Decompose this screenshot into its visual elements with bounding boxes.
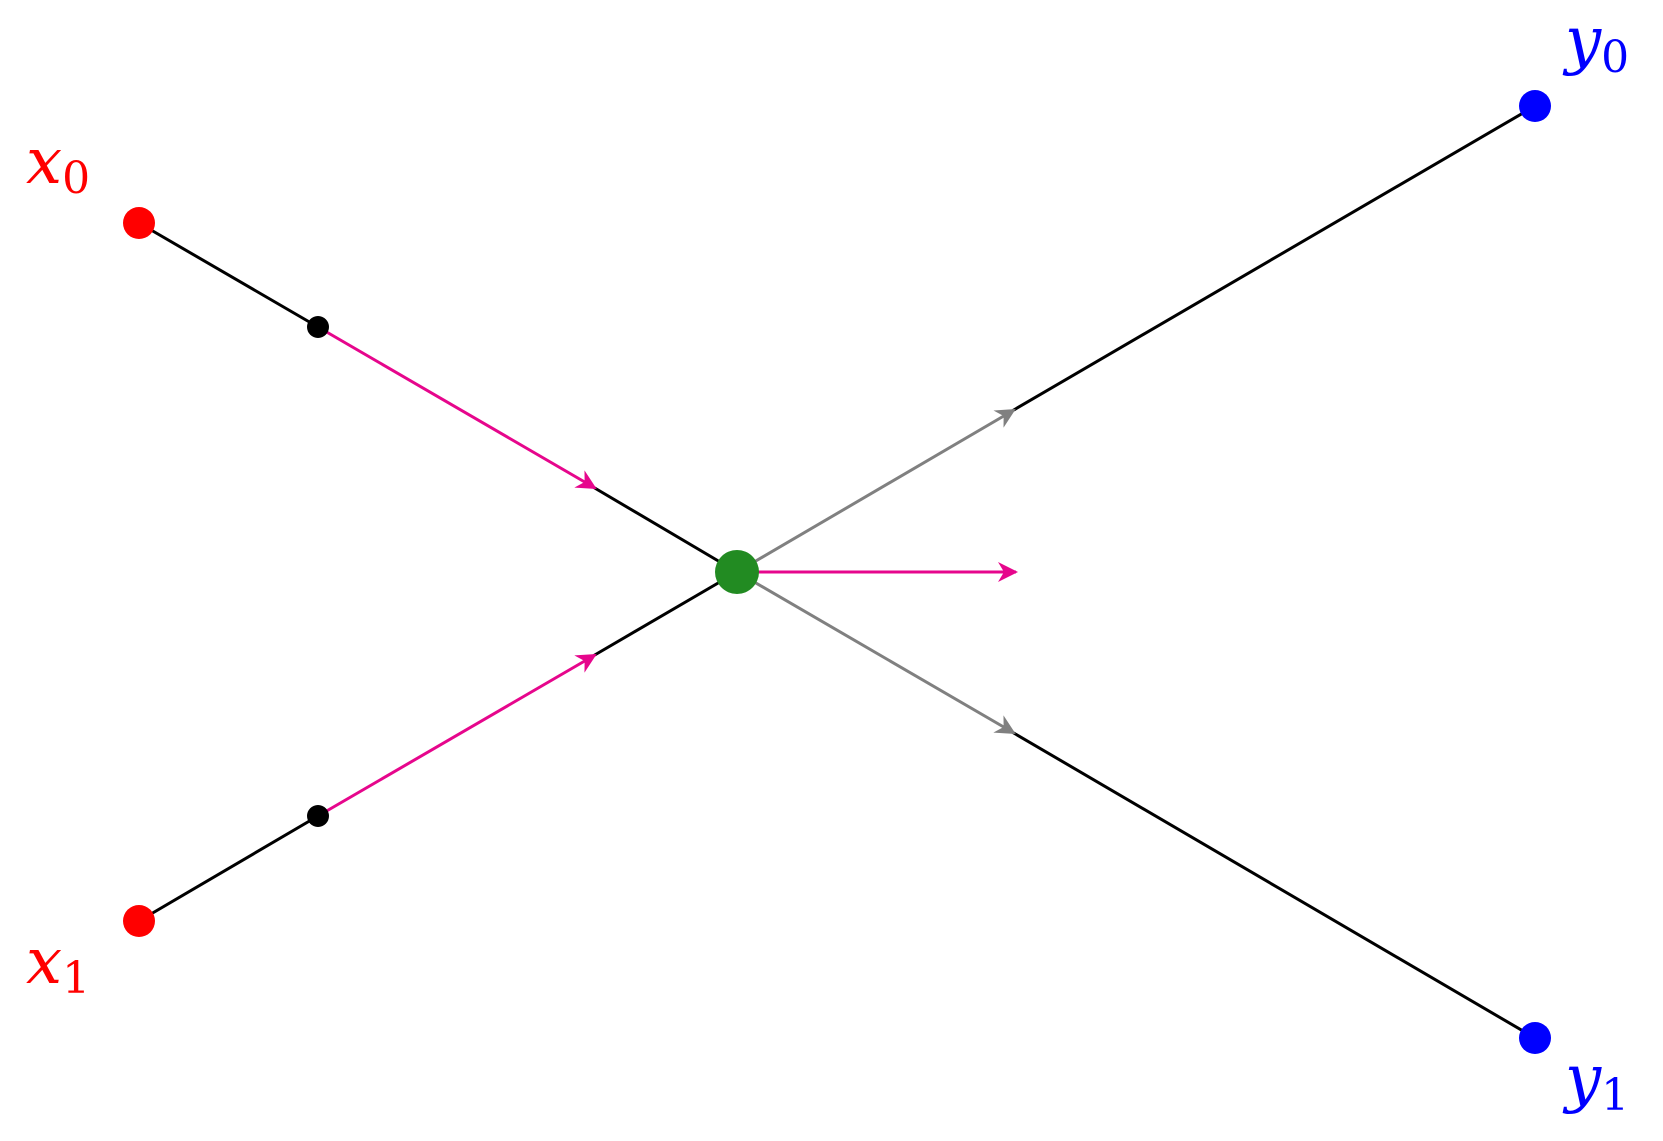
edge-x1-mid-to-center	[592, 570, 738, 658]
midpoint-node-top	[307, 316, 329, 338]
label-x0-sub: 0	[62, 153, 90, 204]
label-y1-base: y	[1562, 1042, 1602, 1116]
label-x1-sub: 1	[62, 953, 90, 1004]
label-x0-base: x	[26, 125, 62, 199]
label-x0: x0	[26, 125, 90, 204]
midpoint-node-bottom	[307, 805, 329, 827]
label-x1: x1	[26, 925, 90, 1004]
incoming-arrow-from-x1	[317, 653, 597, 818]
incoming-arrow-from-x0	[317, 325, 597, 490]
label-y1: y1	[1562, 1042, 1629, 1121]
label-y0-base: y	[1562, 4, 1602, 78]
outgoing-arrow-to-y0	[736, 408, 1016, 574]
outgoing-arrow-to-y1	[736, 570, 1016, 735]
target-node-y1	[1519, 1022, 1551, 1054]
label-y0: y0	[1562, 4, 1629, 83]
edge-x0-to-mid	[138, 221, 319, 329]
center-node	[715, 550, 759, 594]
edge-center-to-y0	[1011, 104, 1536, 413]
label-y1-sub: 1	[1601, 1070, 1629, 1121]
target-node-y0	[1519, 90, 1551, 122]
edge-center-to-y1	[1011, 730, 1536, 1040]
edge-x1-to-mid	[138, 814, 319, 923]
source-node-x1	[123, 905, 155, 937]
label-x1-base: x	[26, 925, 62, 999]
label-y0-sub: 0	[1601, 32, 1629, 83]
source-node-x0	[123, 207, 155, 239]
edge-x0-mid-to-center	[592, 485, 738, 574]
